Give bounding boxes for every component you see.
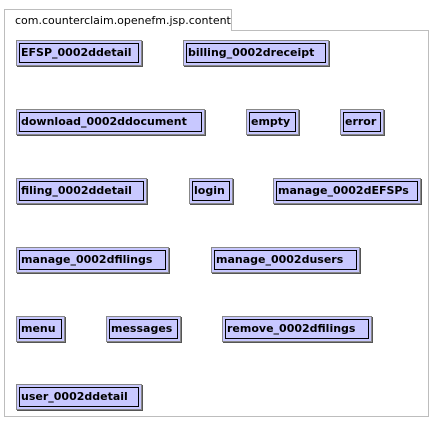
- class-label: empty: [251, 115, 291, 128]
- class-label: login: [194, 184, 225, 197]
- package-name: com.counterclaim.openefm.jsp.content: [15, 14, 231, 27]
- class-empty[interactable]: empty: [246, 109, 299, 135]
- class-label: menu: [21, 322, 56, 335]
- class-efsp-detail[interactable]: EFSP_0002ddetail: [16, 40, 142, 66]
- class-label: download_0002ddocument: [21, 115, 187, 128]
- class-label: messages: [111, 322, 173, 335]
- class-label: user_0002ddetail: [21, 390, 128, 403]
- class-remove-filings[interactable]: remove_0002dfilings: [222, 316, 372, 342]
- class-label: remove_0002dfilings: [227, 322, 356, 335]
- class-menu[interactable]: menu: [16, 316, 65, 342]
- class-manage-filings[interactable]: manage_0002dfilings: [16, 247, 169, 273]
- class-label: manage_0002dEFSPs: [278, 184, 409, 197]
- class-login[interactable]: login: [189, 178, 233, 204]
- class-download-document[interactable]: download_0002ddocument: [16, 109, 205, 135]
- class-label: EFSP_0002ddetail: [21, 46, 132, 59]
- class-label: filing_0002ddetail: [21, 184, 132, 197]
- class-messages[interactable]: messages: [106, 316, 181, 342]
- class-label: manage_0002dusers: [216, 253, 344, 266]
- package-frame: [4, 30, 429, 417]
- class-manage-users[interactable]: manage_0002dusers: [211, 247, 360, 273]
- class-billing-receipt[interactable]: billing_0002dreceipt: [183, 40, 329, 66]
- class-user-detail[interactable]: user_0002ddetail: [16, 384, 142, 410]
- class-label: billing_0002dreceipt: [188, 46, 315, 59]
- class-filing-detail[interactable]: filing_0002ddetail: [16, 178, 147, 204]
- class-label: manage_0002dfilings: [21, 253, 153, 266]
- class-label: error: [345, 115, 377, 128]
- class-error[interactable]: error: [340, 109, 384, 135]
- class-manage-efsps[interactable]: manage_0002dEFSPs: [273, 178, 421, 204]
- package-tab[interactable]: com.counterclaim.openefm.jsp.content: [4, 9, 232, 31]
